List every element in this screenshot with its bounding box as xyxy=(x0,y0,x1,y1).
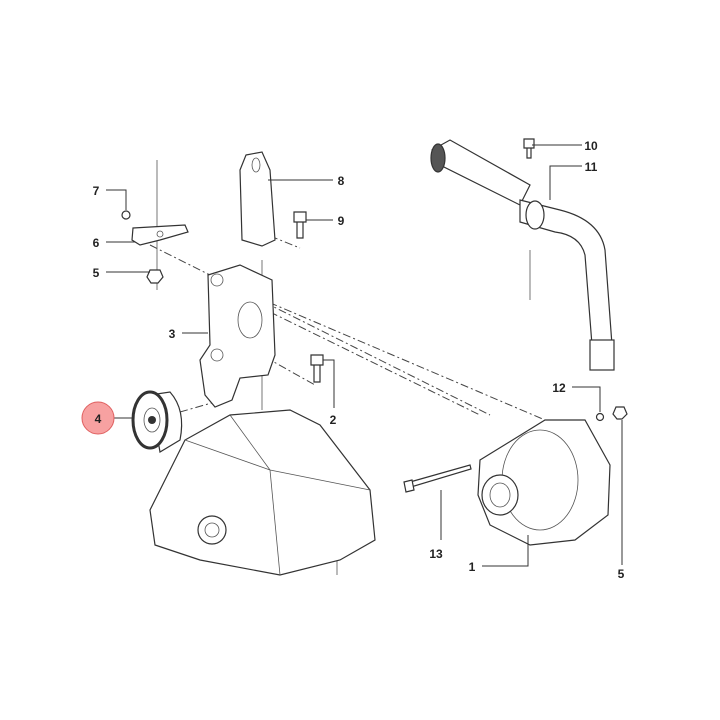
leader-1 xyxy=(482,535,529,567)
highlight-circle[interactable] xyxy=(81,401,115,435)
leader-11 xyxy=(549,165,582,200)
assembly-line xyxy=(239,289,546,421)
part-bolt-2[interactable] xyxy=(310,354,324,383)
callout-2[interactable]: 2 xyxy=(330,413,337,427)
callout-11[interactable]: 11 xyxy=(585,160,598,174)
callout-8[interactable]: 8 xyxy=(338,174,345,188)
callout-6[interactable]: 6 xyxy=(93,236,100,250)
callout-5[interactable]: 5 xyxy=(93,266,100,280)
part-nut-5-right[interactable] xyxy=(612,406,628,420)
callout-5-right[interactable]: 5 xyxy=(618,567,625,581)
leader-12 xyxy=(572,386,601,412)
callout-3[interactable]: 3 xyxy=(169,327,176,341)
part-alternator-1[interactable] xyxy=(477,419,611,546)
part-bolt-10[interactable] xyxy=(523,138,535,159)
part-long-bolt-13[interactable] xyxy=(403,464,472,493)
assembly-line xyxy=(264,356,316,386)
part-nut-5[interactable] xyxy=(146,269,164,284)
callout-9[interactable]: 9 xyxy=(338,214,345,228)
engine-block xyxy=(149,409,376,576)
part-idler-pulley-4[interactable] xyxy=(131,390,183,453)
callout-7[interactable]: 7 xyxy=(93,184,100,198)
assembly-line xyxy=(179,401,216,413)
part-bolt-9[interactable] xyxy=(293,211,307,239)
callout-10[interactable]: 10 xyxy=(584,139,598,153)
part-bracket-8[interactable] xyxy=(239,151,276,247)
callout-13[interactable]: 13 xyxy=(429,547,443,561)
part-bolt-7[interactable] xyxy=(121,210,131,220)
part-bracket-6[interactable] xyxy=(131,224,189,246)
leader-7 xyxy=(106,189,127,210)
leader-2 xyxy=(323,359,335,408)
part-washer-12[interactable] xyxy=(595,412,605,422)
callout-4[interactable]: 4 xyxy=(95,412,102,426)
assembly-line xyxy=(149,244,491,416)
callout-12[interactable]: 12 xyxy=(552,381,566,395)
part-bracket-3[interactable] xyxy=(199,264,276,408)
callout-1[interactable]: 1 xyxy=(469,560,476,574)
assembly-line xyxy=(269,311,481,416)
part-air-hose-11[interactable] xyxy=(430,139,615,371)
